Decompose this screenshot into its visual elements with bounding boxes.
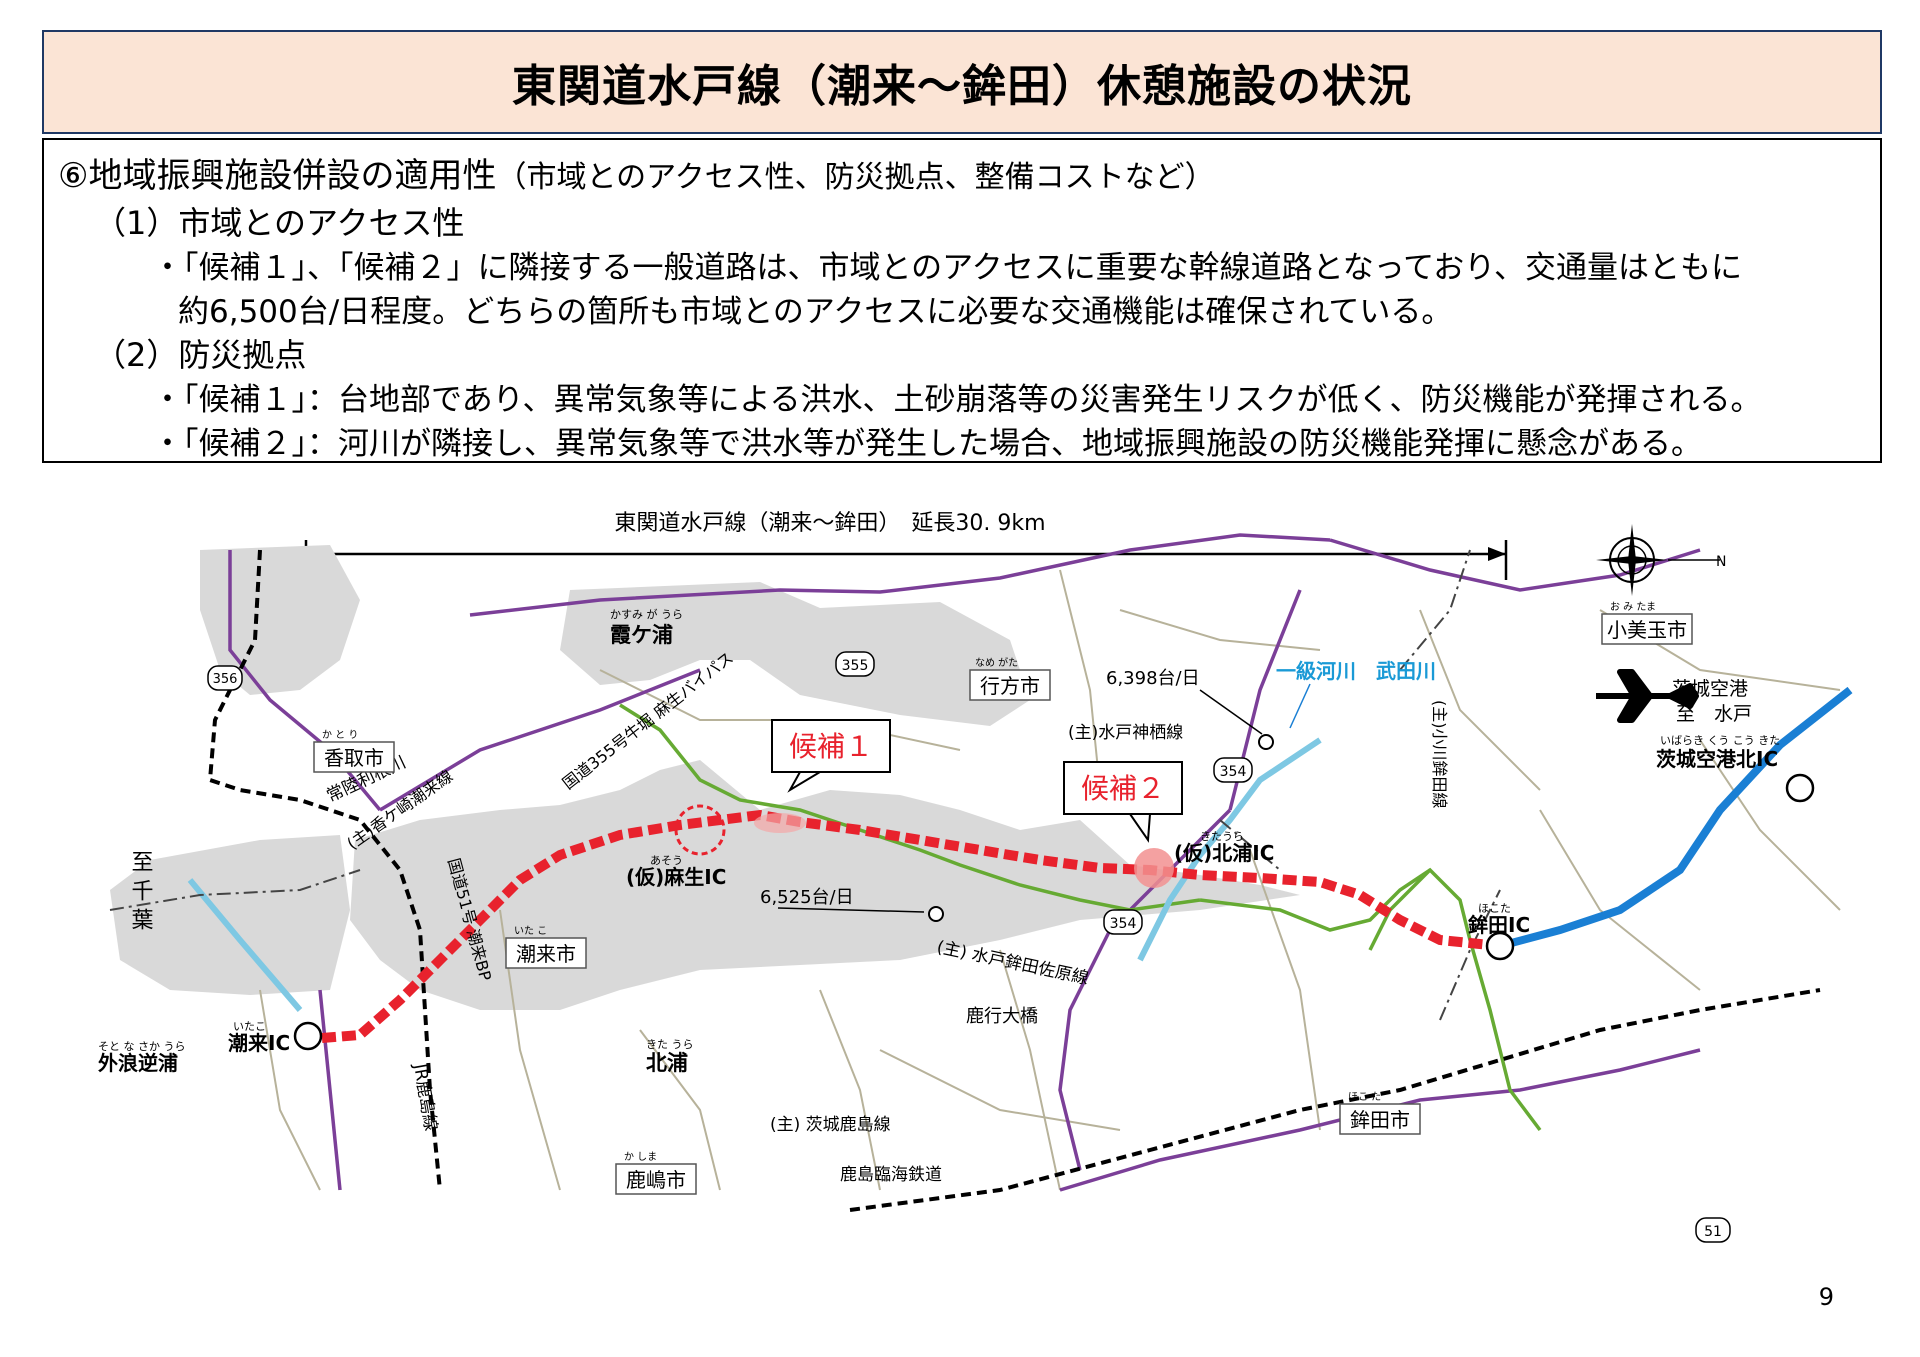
place-rokko-bridge: 鹿行大橋 [966,1006,1038,1027]
place-omitama-box [1601,613,1693,645]
traffic-point-1 [928,906,944,922]
route-map: 東関道水戸線（潮来～鉾田） 延長30. 9km [0,490,1920,1270]
road-ogawa-hokota: (主)小川鉾田線 [1430,700,1449,809]
kitaura-ic-ruby: きたうら [1200,830,1244,843]
route-shield-356: 356 [207,665,243,691]
airplane-icon [1596,669,1699,723]
direction-to-chiba: 至 千 葉 [128,850,154,930]
section-heading-sub: （市域とのアクセス性、防災拠点、整備コストなど） [496,160,1215,195]
kitaura-ic-label: (仮)北浦IC [1174,841,1274,865]
hokota-ic-label: 鉾田IC [1468,913,1530,937]
admin-boundaries [109,549,1501,1021]
place-itako-city: 潮来市 [516,942,576,966]
place-kashima-city-box [615,1163,697,1195]
traffic-point-2 [1258,734,1274,750]
route-map-svg: 東関道水戸線（潮来～鉾田） 延長30. 9km [98,511,1853,1243]
svg-text:356: 356 [213,672,238,687]
airport-north-ic-label: 茨城空港北IC [1656,747,1778,771]
hokota-ic-node [1485,931,1515,961]
place-sotonasakaura-ruby: そと な さか うら [98,1040,186,1053]
candidate-2-area [1134,848,1174,888]
expressway-existing [1498,686,1853,950]
label-to-mito: 至 水戸 [1676,703,1752,725]
place-katori-box [313,741,395,773]
north-label: N [1716,554,1726,570]
route-shield-51: 51 [1695,1217,1731,1243]
traffic-count-2: 6,398台/日 [1106,668,1200,689]
place-namegata: 行方市 [980,674,1040,698]
subsection-1-bullet-line-2: 約6,500台/日程度。どちらの箇所も市域とのアクセスに必要な交通機能は確保され… [178,294,1453,330]
road-mito-kamisu: (主)水戸神栖線 [1068,723,1183,743]
place-kitaura-lake: 北浦 [646,1051,688,1075]
place-sotonasakaura: 外浪逆浦 [98,1051,178,1075]
svg-text:354: 354 [1220,764,1247,780]
route-shield-354-south: 354 [1103,909,1143,935]
airport-north-ic-ruby: いばらき くう こう きた [1660,734,1780,747]
river-takeda [187,737,1322,1012]
place-katori-ruby: か と り [322,729,358,741]
hokota-ic-ruby: ほこた [1478,902,1511,915]
candidate-2-callout: 候補２ [1063,761,1183,843]
place-katori: 香取市 [324,746,384,770]
page-title: 東関道水戸線（潮来～鉾田）休憩施設の状況 [42,30,1882,134]
rail-kashima-rinkai: 鹿島臨海鉄道 [840,1165,942,1185]
rail-jr-kashima: JR鹿島線 [409,1061,441,1132]
place-kasumigaura: 霞ケ浦 [610,623,673,647]
place-kitaura-lake-ruby: きた うら [646,1038,694,1051]
content-box: ⑥地域振興施設併設の適用性（市域とのアクセス性、防災拠点、整備コストなど） （1… [42,138,1882,463]
section-heading-main: ⑥地域振興施設併設の適用性 [58,156,497,196]
lake-kasumigaura [560,582,1030,726]
place-hokota-city: 鉾田市 [1350,1108,1410,1132]
place-namegata-box [969,669,1051,701]
road-ibaraki-kashima: (主) 茨城鹿島線 [770,1115,891,1135]
lake-sotonasakaura [110,835,350,995]
traffic-count-1: 6,525台/日 [760,887,854,908]
svg-text:355: 355 [842,658,869,674]
river-label: 一級河川 武田川 [1276,659,1436,683]
candidate-2-label: 候補２ [1081,772,1165,805]
aso-ic-marker [674,804,726,856]
page-number: 9 [1818,1283,1834,1311]
place-omitama: 小美玉市 [1607,618,1687,642]
itako-ic-label: 潮来IC [228,1031,290,1055]
subsection-1-heading: （1）市域とのアクセス性 [94,204,465,242]
extent-arrow [304,540,1508,580]
north-compass-icon [1596,524,1720,596]
place-kashima-city-ruby: か しま [624,1151,657,1163]
candidate-1-area [754,813,806,833]
itako-ic-ruby: いたこ [233,1020,266,1033]
place-itako-city-box [505,937,587,969]
subsection-2-heading: （2）防災拠点 [94,336,307,374]
candidate-1-callout: 候補１ [771,719,891,793]
candidate-1-label: 候補１ [789,730,873,763]
route-shield-354-north: 354 [1213,757,1253,783]
label-ibaraki-airport: 茨城空港 [1672,678,1748,700]
svg-text:51: 51 [1704,1224,1722,1240]
subsection-1-bullet-line-1: ・「候補１」、「候補２」に隣接する一般道路は、市域とのアクセスに重要な幹線道路と… [152,250,1742,286]
place-namegata-ruby: なめ がた [975,656,1018,669]
expressway-planned [321,809,1501,1043]
subsection-2-bullet-2: ・「候補２」：河川が隣接し、異常気象等で洪水等が発生した場合、地域振興施設の防災… [152,426,1702,462]
airport-north-ic-node [1785,773,1815,803]
itako-ic-node [293,1021,323,1051]
lake-kitaura [350,760,1300,1010]
place-hokota-city-box [1339,1103,1421,1135]
lake-upper-left [200,545,360,695]
extent-label: 東関道水戸線（潮来～鉾田） 延長30. 9km [614,511,1045,536]
aso-ic-ruby: あそう [650,854,683,867]
aso-ic-label: (仮)麻生IC [626,865,726,889]
subsection-2-bullet-1: ・「候補１」：台地部であり、異常気象等による洪水、土砂崩落等の災害発生リスクが低… [152,382,1762,418]
railways [207,549,1821,1212]
road-mito-hokota-sawara: (主) 水戸鉾田佐原線 [935,937,1090,989]
place-kasumigaura-ruby: かすみ が うら [610,607,683,621]
section-heading: ⑥地域振興施設併設の適用性（市域とのアクセス性、防災拠点、整備コストなど） [58,148,1215,197]
place-hokota-city-ruby: ほこ た [1348,1091,1381,1103]
place-kashima-city: 鹿嶋市 [626,1168,686,1192]
place-omitama-ruby: お み たま [1610,601,1656,613]
route-shield-355: 355 [835,651,875,677]
svg-text:354: 354 [1110,916,1137,932]
place-itako-city-ruby: いた こ [514,925,547,937]
